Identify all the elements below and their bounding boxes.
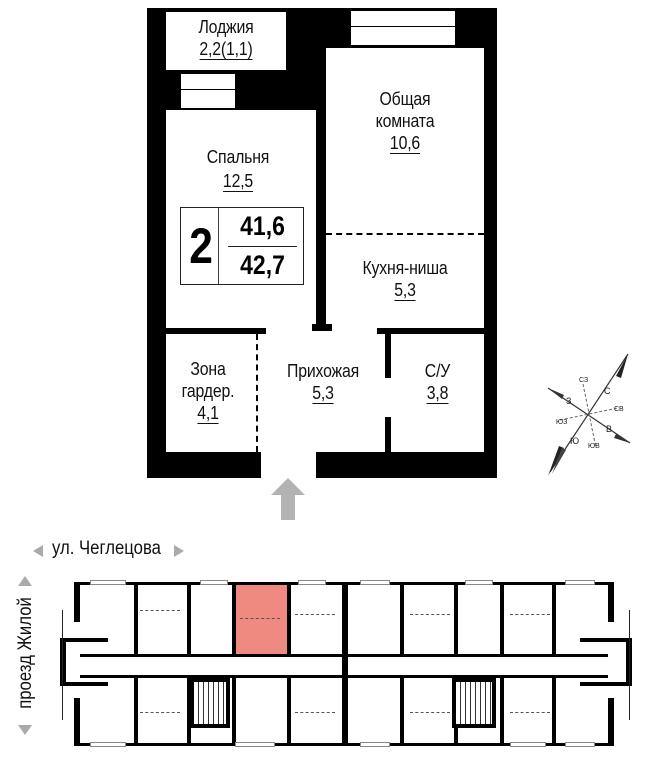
window [235, 742, 275, 747]
wall [608, 582, 614, 622]
compass-s: Ю [570, 436, 579, 446]
window [90, 742, 126, 747]
wall [552, 582, 556, 654]
wall [287, 582, 291, 654]
compass-rose-icon: С СЗ СВ З В ЮЗ Ю ЮВ [547, 353, 631, 476]
arrow-up-icon [271, 478, 305, 520]
wall [500, 678, 504, 744]
wall [74, 582, 80, 622]
compass-e: В [606, 424, 612, 434]
wall [400, 678, 404, 744]
wall [316, 46, 326, 324]
wall [134, 678, 138, 744]
wall [158, 328, 266, 334]
wall [60, 638, 66, 686]
wall [484, 8, 497, 478]
window [360, 742, 390, 747]
loggia [166, 12, 286, 70]
wall [312, 324, 332, 331]
arrow-right-icon [174, 545, 184, 557]
building-plan [60, 580, 640, 750]
window [200, 580, 228, 585]
wall [377, 328, 484, 334]
wall [385, 417, 391, 457]
street-label-left: проезд Жилой [15, 597, 36, 709]
living-area: 41,6 [228, 208, 297, 247]
wall [385, 328, 391, 378]
wall [62, 610, 63, 720]
wall [147, 8, 322, 12]
room-bedroom: Спальня 12,5 [206, 147, 270, 192]
wall [232, 678, 236, 744]
window [298, 580, 326, 585]
area-summary: 2 41,6 42,7 [180, 207, 304, 285]
room-living: Общая комната 10,6 [375, 89, 435, 154]
compass-sw: ЮЗ [556, 419, 567, 426]
site-plan: ул. Чеглецова проезд Жилой [0, 530, 646, 768]
wall [147, 8, 160, 478]
wall [608, 698, 614, 746]
window [180, 73, 236, 109]
window [510, 742, 546, 747]
wall [187, 678, 191, 744]
window [350, 10, 456, 46]
room-kitchen: Кухня-ниша 5,3 [362, 258, 448, 301]
wardrobe-divider [256, 334, 258, 452]
wall [629, 610, 630, 720]
room-bathroom: С/У 3,8 [424, 361, 451, 404]
rooms-count: 2 [184, 208, 219, 284]
wall [287, 678, 291, 744]
window [360, 580, 390, 585]
elevator-core [452, 678, 496, 728]
kitchen-divider [326, 233, 484, 235]
compass-w: З [566, 396, 571, 406]
window [565, 580, 595, 585]
wall [552, 678, 556, 744]
compass-ne: СВ [614, 406, 624, 413]
wall [187, 582, 191, 654]
window [90, 580, 126, 585]
wall [134, 582, 138, 654]
elevator-core [190, 678, 230, 728]
wall [500, 582, 504, 654]
room-loggia: Лоджия 2,2(1,1) [198, 17, 254, 60]
wall [342, 582, 348, 746]
room-hallway: Прихожая 5,3 [287, 361, 359, 404]
wall [74, 698, 80, 746]
room-wardrobe: Зона гардер. 4,1 [181, 359, 235, 424]
apartment-floor-plan: Лоджия 2,2(1,1) Общая комната 10,6 Спаль… [147, 8, 497, 520]
total-area: 42,7 [240, 249, 285, 280]
wall [232, 582, 236, 654]
window [565, 742, 595, 747]
street-label-top: ул. Чеглецова [52, 538, 161, 559]
wall [454, 582, 458, 654]
compass-nw: СЗ [579, 377, 588, 384]
arrow-down-icon [18, 725, 32, 735]
wall [147, 452, 261, 478]
wall [60, 638, 108, 642]
window [465, 580, 493, 585]
compass-n: С [604, 386, 611, 396]
wall [316, 452, 497, 478]
arrow-left-icon [33, 545, 43, 557]
wall [580, 682, 632, 686]
arrow-up-icon [18, 576, 32, 586]
wall [60, 682, 108, 686]
compass-se: ЮВ [588, 443, 600, 450]
wall [400, 582, 404, 654]
wall [580, 638, 632, 642]
